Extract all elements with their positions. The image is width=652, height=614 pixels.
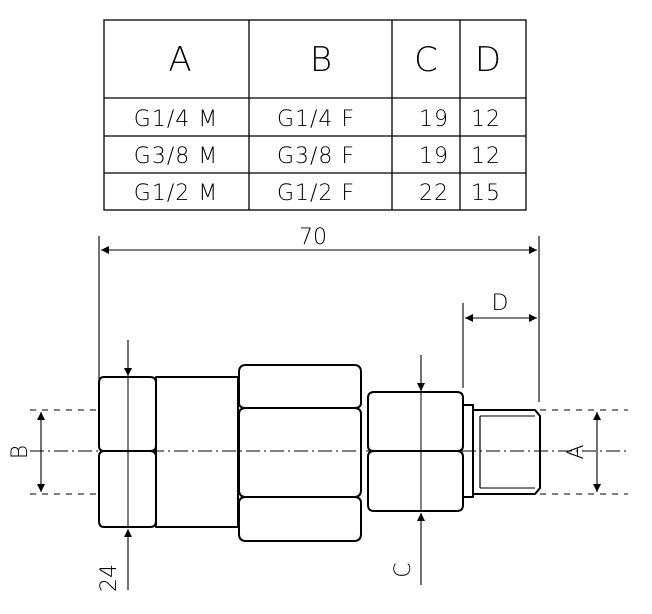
table-row: G3/8 M G3/8 F 19 12	[134, 144, 501, 169]
cell-b: G1/4 F	[277, 107, 355, 132]
dimension-a-label: A	[564, 444, 589, 459]
table-row: G1/4 M G1/4 F 19 12	[134, 107, 501, 132]
cell-a: G3/8 M	[134, 144, 218, 169]
dimension-b	[30, 409, 99, 495]
cell-a: G1/4 M	[134, 107, 218, 132]
header-b: B	[310, 40, 332, 80]
cell-d: 12	[471, 107, 501, 132]
dimension-overall-length	[98, 236, 540, 402]
cell-d: 12	[471, 144, 501, 169]
header-c: C	[414, 40, 438, 80]
cell-c: 19	[419, 144, 449, 169]
dimension-d-label: D	[492, 291, 509, 316]
header-d: D	[475, 40, 501, 80]
cell-a: G1/2 M	[134, 181, 218, 206]
table-row: G1/2 M G1/2 F 22 15	[134, 181, 501, 206]
header-a: A	[168, 40, 191, 80]
cell-d: 15	[471, 181, 501, 206]
dimension-d	[462, 303, 537, 388]
table-header-row: A B C D	[168, 40, 501, 80]
dimension-table	[103, 19, 527, 211]
cell-b: G3/8 F	[277, 144, 355, 169]
fitting-body	[98, 364, 541, 542]
dimension-a	[540, 409, 628, 495]
dimension-70-label: 70	[299, 225, 327, 250]
cell-b: G1/2 F	[277, 181, 355, 206]
dimension-c-label: C	[391, 562, 416, 577]
dimension-24-label: 24	[97, 564, 122, 592]
cell-c: 19	[419, 107, 449, 132]
cell-c: 22	[419, 181, 449, 206]
dimension-b-label: B	[8, 445, 33, 459]
